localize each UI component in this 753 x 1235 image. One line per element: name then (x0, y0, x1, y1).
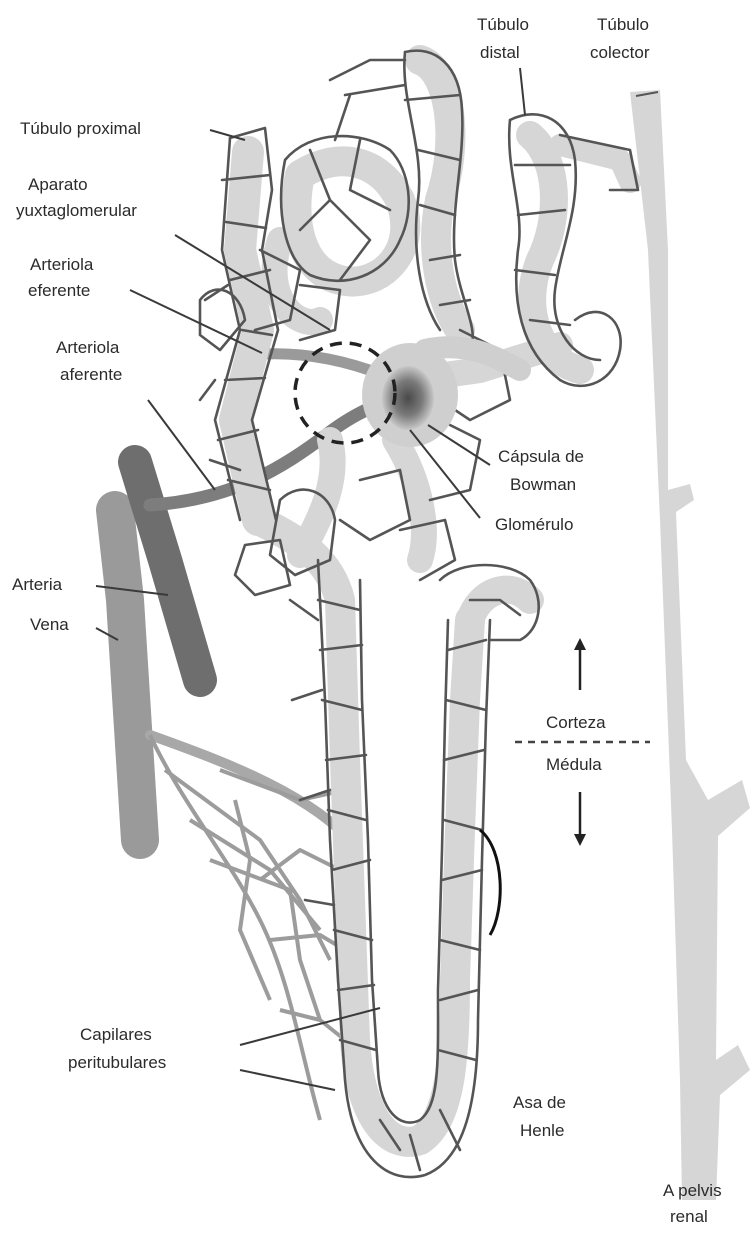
label-tubulo-colector-2: colector (590, 43, 650, 62)
label-arteriola-eferente-1: Arteriola (30, 255, 94, 274)
label-corteza: Corteza (546, 713, 606, 732)
label-pelvis-renal-2: renal (670, 1207, 708, 1226)
label-tubulo-colector-1: Túbulo (597, 15, 649, 34)
label-capilares-1: Capilares (80, 1025, 152, 1044)
label-arteriola-aferente-1: Arteriola (56, 338, 120, 357)
label-medula: Médula (546, 755, 602, 774)
label-tubulo-proximal: Túbulo proximal (20, 119, 141, 138)
glomerulus (382, 366, 434, 430)
label-arteria: Arteria (12, 575, 63, 594)
collecting-duct (630, 90, 750, 1200)
label-aparato-1: Aparato (28, 175, 88, 194)
label-capsula-bowman-1: Cápsula de (498, 447, 584, 466)
label-tubulo-distal-1: Túbulo (477, 15, 529, 34)
peritubular-capillary-network (150, 735, 345, 1120)
cortex-up-arrow (574, 638, 586, 690)
label-pelvis-renal-1: A pelvis (663, 1181, 722, 1200)
label-aparato-2: yuxtaglomerular (16, 201, 137, 220)
label-asa-henle-2: Henle (520, 1121, 564, 1140)
medulla-down-arrow (574, 792, 586, 846)
label-glomerulo: Glomérulo (495, 515, 573, 534)
label-asa-henle-1: Asa de (513, 1093, 566, 1112)
label-vena: Vena (30, 615, 69, 634)
label-arteriola-aferente-2: aferente (60, 365, 122, 384)
label-capsula-bowman-2: Bowman (510, 475, 576, 494)
label-capilares-2: peritubulares (68, 1053, 166, 1072)
label-arteriola-eferente-2: eferente (28, 281, 90, 300)
label-tubulo-distal-2: distal (480, 43, 520, 62)
